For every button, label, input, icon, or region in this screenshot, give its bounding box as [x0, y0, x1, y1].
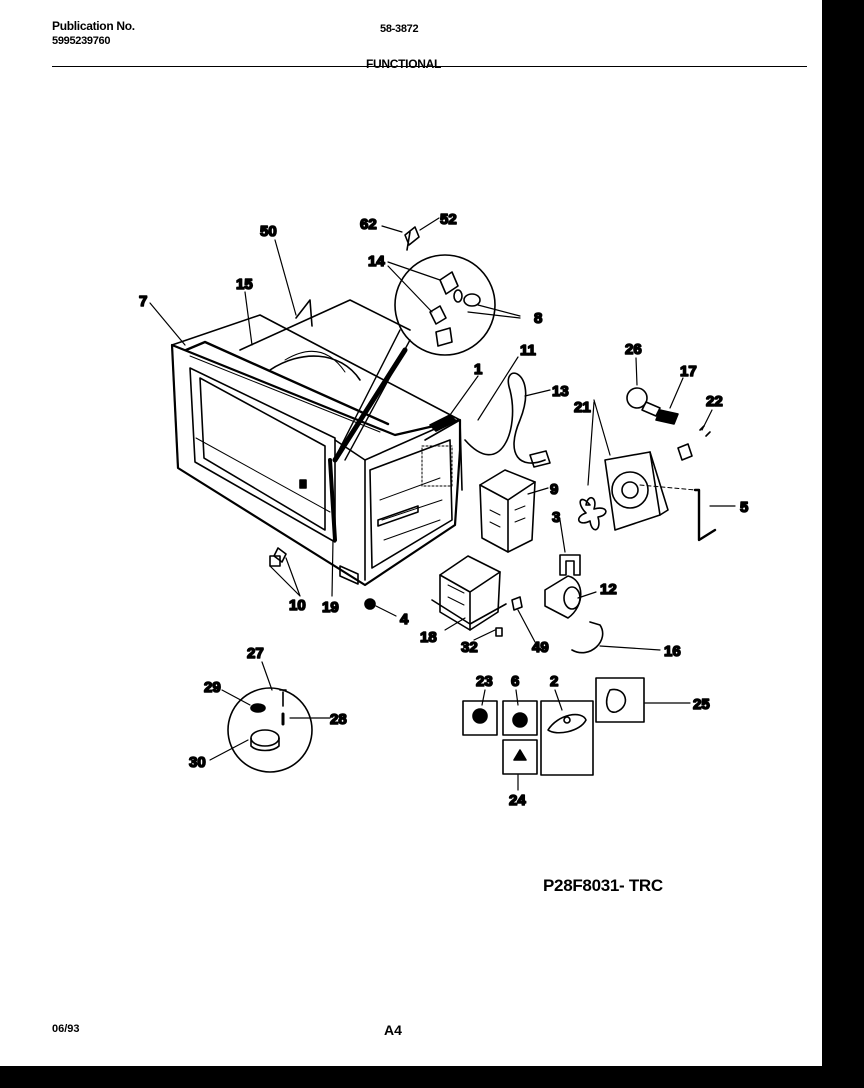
callout-26: 26	[625, 341, 642, 358]
callout-28: 28	[330, 711, 347, 728]
fan-motor-assembly	[604, 451, 669, 531]
callout-29: 29	[204, 679, 221, 696]
callout-7: 7	[139, 293, 147, 310]
model-code: P28F8031- TRC	[543, 876, 663, 895]
transformer	[431, 555, 507, 631]
callout-27: 27	[247, 645, 264, 662]
callout-15: 15	[236, 276, 253, 293]
callout-16: 16	[664, 643, 681, 660]
page-number: A4	[384, 1022, 402, 1038]
callout-49: 49	[532, 639, 549, 656]
header-rule	[52, 66, 807, 67]
part-49	[511, 596, 523, 611]
callout-24: 24	[509, 792, 526, 809]
callout-13: 13	[552, 383, 569, 400]
callout-52: 52	[440, 211, 457, 228]
publication-label: Publication No.	[52, 19, 135, 33]
thermostat-detail-circle	[227, 687, 313, 773]
callout-50: 50	[260, 223, 277, 240]
leader-lines	[149, 217, 736, 791]
switch-detail-circle	[334, 254, 496, 461]
callout-18: 18	[420, 629, 437, 646]
callout-19: 19	[322, 599, 339, 616]
section-title: FUNCTIONAL	[366, 57, 441, 71]
power-plug	[529, 450, 551, 468]
capacitor	[544, 575, 582, 619]
diode	[571, 621, 604, 654]
scan-border-bottom	[0, 1066, 864, 1088]
callout-32: 32	[461, 639, 478, 656]
callout-4: 4	[400, 611, 409, 628]
parts-diagram-sheet: Publication No. 5995239760 58-3872 FUNCT…	[0, 0, 822, 1066]
callout-6: 6	[511, 673, 519, 690]
callout-14: 14	[368, 253, 385, 270]
part-5-bracket	[693, 488, 717, 542]
part-4-foot	[364, 598, 376, 610]
part-32-screw	[495, 627, 503, 637]
scan-border-right	[822, 0, 864, 1088]
callout-9: 9	[550, 481, 558, 498]
part-52-62-screws	[404, 226, 420, 251]
magnetron	[479, 469, 536, 553]
callout-10: 10	[289, 597, 306, 614]
callout-22: 22	[706, 393, 723, 410]
callout-23: 23	[476, 673, 493, 690]
callout-1: 1	[474, 361, 482, 378]
callout-62: 62	[360, 216, 377, 233]
print-date: 06/93	[52, 1023, 80, 1035]
exploded-view-drawing: 62 52 50 14 8 15 7 1 11 13 26 17 21 22 9…	[138, 210, 749, 810]
small-parts-boxes	[462, 677, 645, 776]
callout-8: 8	[534, 310, 542, 327]
callout-12: 12	[600, 581, 617, 598]
callout-30: 30	[189, 754, 206, 771]
model-number: 58-3872	[380, 23, 419, 35]
callout-17: 17	[680, 363, 697, 380]
power-cord	[464, 372, 546, 464]
callout-11: 11	[520, 342, 536, 359]
callout-labels: 62 52 50 14 8 15 7 1 11 13 26 17 21 22 9…	[138, 210, 749, 810]
fan-blade	[578, 497, 607, 531]
callout-21: 21	[574, 399, 591, 416]
callout-2: 2	[550, 673, 558, 690]
callout-25: 25	[693, 696, 710, 713]
callout-5: 5	[740, 499, 748, 516]
lamp-assembly	[626, 387, 711, 461]
microwave-cabinet	[170, 299, 463, 587]
callout-3: 3	[552, 509, 560, 526]
publication-number: 5995239760	[52, 35, 111, 47]
part-10-screw	[273, 547, 287, 563]
capacitor-bracket	[559, 554, 581, 576]
